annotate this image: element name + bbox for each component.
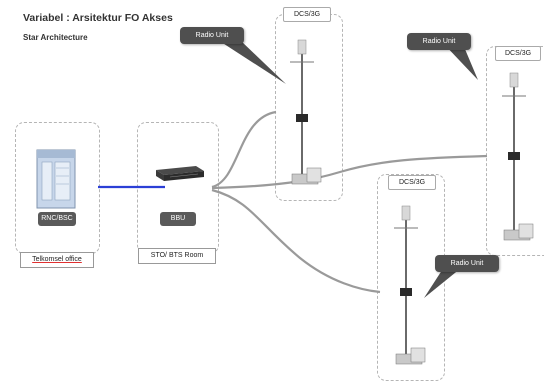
sto-bts-room-label: STO/ BTS Room [138,248,216,264]
site-label-1: DCS/3G [283,7,331,22]
bbu-device-icon [156,166,204,181]
diagram-subtitle: Star Architecture [23,33,88,42]
telkomsel-office-label: Telkomsel office [20,252,94,268]
antenna-tower-icon [502,72,534,241]
diagram-title: Variabel : Arsitektur FO Akses [23,12,173,24]
radio-unit-callout-3: Radio Unit [435,255,499,272]
radio-unit-callout-2: Radio Unit [407,33,471,50]
callout-pointer [424,264,466,298]
radio-unit-callout-1: Radio Unit [180,27,244,44]
site-label-2: DCS/3G [495,46,541,61]
radio-link-3 [211,188,381,294]
radio-link-2 [211,154,488,190]
bbu-tag: BBU [160,212,196,226]
rnc-bsc-tag: RNC/BSC [38,212,76,226]
antenna-tower-icon [290,39,322,185]
radio-link-1 [211,110,277,189]
callout-pointer [218,40,286,84]
callout-pointer [442,42,478,80]
site-label-3: DCS/3G [388,175,436,190]
server-rack-icon [36,149,76,209]
antenna-tower-icon [394,205,426,365]
